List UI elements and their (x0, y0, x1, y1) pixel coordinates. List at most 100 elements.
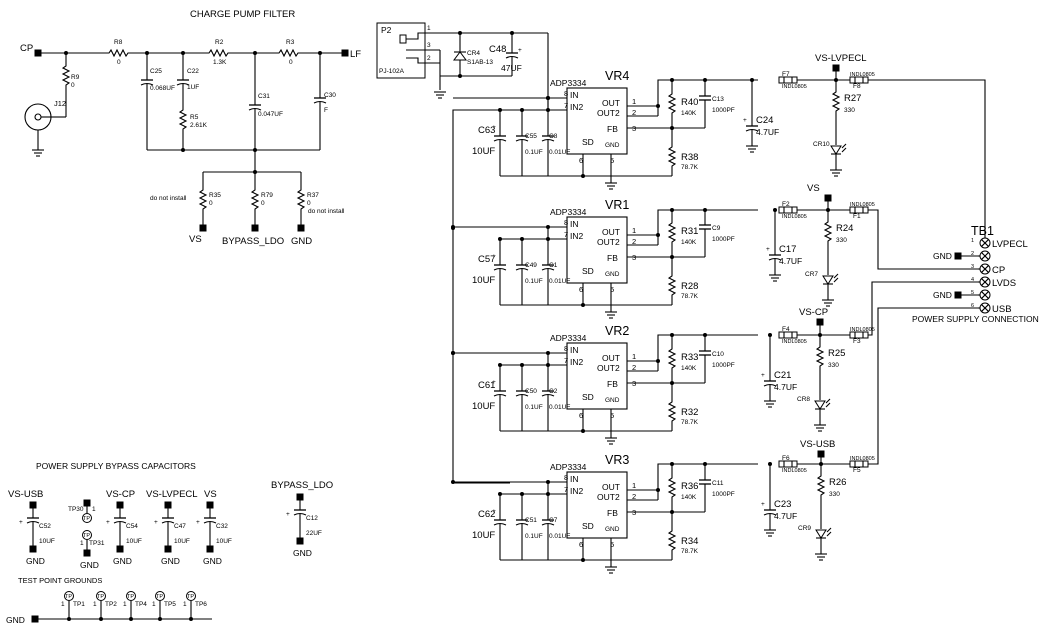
pin-gnd: GND (605, 526, 620, 533)
terminal-pin-number: 6 (971, 303, 974, 309)
bypass-cap-ref: C32 (216, 523, 228, 530)
ferrite-b-ref: F5 (853, 467, 861, 474)
capacitor (493, 254, 507, 280)
pin-sd: SD (582, 266, 594, 276)
wire (657, 463, 758, 490)
p2-pin3: 3 (427, 42, 431, 49)
cf-ref: C13 (712, 96, 724, 103)
net-port (164, 545, 172, 553)
pin-out: OUT (602, 482, 620, 492)
cout-value: 4.7UF (779, 256, 802, 266)
c31-ref: C31 (258, 93, 270, 100)
net-port (817, 450, 825, 458)
junction (581, 558, 585, 562)
r5-value: 2.61K (190, 122, 208, 129)
cin-ref: C63 (478, 125, 495, 136)
pin-sd: SD (582, 521, 594, 531)
junction (546, 225, 550, 229)
bypass-cap-value: 10UF (216, 538, 232, 545)
c30-value: F (324, 107, 328, 114)
bypass-cap-plate (161, 520, 175, 524)
led-icon (830, 143, 847, 155)
r8-ref: R8 (114, 39, 123, 46)
led-icon (815, 527, 832, 539)
regulator-part: ADP3334 (550, 462, 587, 472)
bypass-plus: + (106, 519, 110, 526)
cin-value: 10UF (472, 401, 495, 412)
r37-ref: R37 (307, 192, 319, 199)
regulator-part: ADP3334 (550, 333, 587, 343)
pin-num-5: 5 (610, 411, 614, 420)
r-top-ref: R40 (681, 97, 698, 108)
r-bottom-ref: R32 (681, 407, 698, 418)
junction (581, 303, 585, 307)
resistor (668, 473, 676, 503)
c48-ref: C48 (489, 44, 506, 55)
cout-value: 4.7UF (756, 127, 779, 137)
cout-ref: C24 (756, 115, 773, 126)
ferrite-b-part: INDL0805 (850, 456, 875, 462)
terminal-pin-icon (979, 289, 991, 301)
r-bottom-ref: R38 (681, 152, 698, 163)
bypass-net-label: VS-USB (8, 489, 43, 500)
cout-ref: C21 (774, 370, 791, 381)
test-point-ref: TP6 (195, 601, 207, 608)
junction (581, 429, 585, 433)
r-bottom-value: 78.7K (681, 548, 699, 555)
junction (498, 363, 502, 367)
led-resistor-value: 330 (836, 237, 847, 244)
r35-note: do not install (150, 195, 187, 202)
cr4-value: S1AB-13 (467, 59, 493, 66)
pin-in2: IN2 (570, 102, 584, 112)
pin-num-7: 7 (564, 230, 568, 239)
terminal-pin-icon (979, 237, 991, 249)
test-point-pin: 1 (93, 601, 97, 608)
resistor (668, 142, 676, 172)
tp30-pin: 1 (92, 506, 96, 513)
c25-value: 0.068UF (150, 85, 175, 92)
bypass-cap-plate (203, 520, 217, 524)
junction (773, 208, 777, 212)
cc-value: 0.01UF (549, 149, 570, 156)
junction (768, 333, 772, 337)
junction (768, 462, 772, 466)
tb1-gnd1: GND (933, 251, 952, 261)
test-points-title: TEST POINT GROUNDS (18, 576, 102, 585)
ground-symbol (813, 424, 827, 432)
led-ref: CR10 (813, 141, 830, 148)
terminal-pin-label: LVPECL (992, 239, 1028, 250)
r35-ref: R35 (209, 192, 221, 199)
terminal-pin-number: 3 (971, 264, 974, 270)
pin-num-1: 1 (632, 226, 636, 235)
cout-plus: + (766, 246, 770, 253)
ferrite-a-part: INDL0805 (782, 339, 807, 345)
cin-ref: C61 (478, 380, 495, 391)
pin-in: IN (570, 474, 579, 484)
tp-gnd-label: GND (6, 615, 25, 625)
ferrite-a-ref: F4 (782, 326, 790, 333)
r-top-value: 140K (681, 365, 697, 372)
ground-symbol (604, 311, 618, 319)
p2-pin1: 1 (427, 25, 431, 32)
pin-out: OUT (602, 227, 620, 237)
cout-ref: C17 (779, 244, 796, 255)
pin-out2: OUT2 (597, 108, 620, 118)
pin-in2: IN2 (570, 486, 584, 496)
pin-gnd: GND (605, 397, 620, 404)
tp30-ref: TP30 (68, 506, 84, 513)
terminal-pin-number: 4 (971, 277, 974, 283)
junction (546, 96, 550, 100)
junction (703, 208, 707, 212)
pin-gnd: GND (605, 271, 620, 278)
r2-ref: R2 (215, 39, 224, 46)
tp31-gnd: GND (80, 560, 99, 570)
r79-value: 0 (261, 200, 265, 207)
tb1-gnd2: GND (933, 290, 952, 300)
bypass-net-label: VS (204, 489, 217, 500)
r9-value: 0 (71, 82, 75, 89)
resistor (668, 218, 676, 248)
cout-plate (763, 383, 777, 387)
cf-ref: C10 (712, 351, 724, 358)
